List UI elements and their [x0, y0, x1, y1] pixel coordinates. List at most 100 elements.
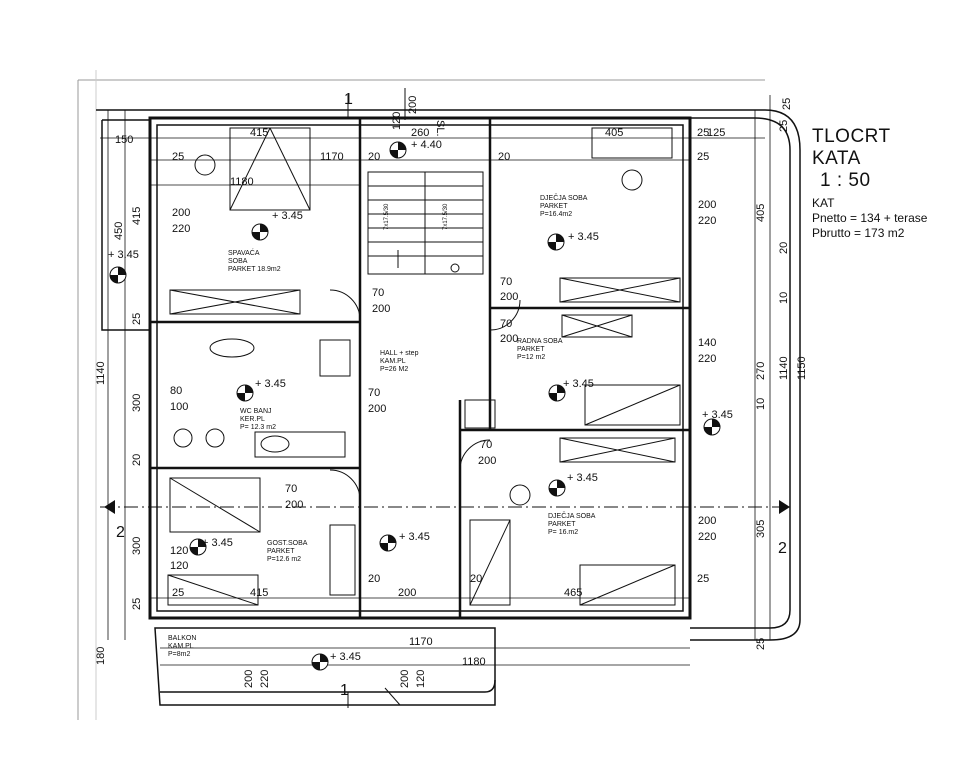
svg-text:200: 200	[478, 455, 496, 467]
svg-text:200: 200	[698, 199, 716, 211]
svg-text:25: 25	[172, 151, 184, 163]
terrace-outline	[96, 109, 801, 706]
svg-text:25: 25	[697, 127, 709, 139]
dimension-lines	[100, 95, 771, 666]
level-label: + 3.45	[567, 472, 598, 484]
level-marker: + 3.45	[702, 409, 733, 436]
svg-text:10: 10	[755, 398, 767, 410]
svg-text:1140: 1140	[95, 361, 107, 385]
svg-text:SL.: SL.	[434, 120, 446, 137]
level-marker: + 3.45	[311, 651, 361, 671]
svg-text:415: 415	[250, 127, 268, 139]
svg-text:100: 100	[170, 401, 188, 413]
svg-text:P=26 M2: P=26 M2	[380, 366, 408, 373]
svg-text:200: 200	[698, 515, 716, 527]
title-pbrutto: Pbrutto = 173 m2	[812, 226, 905, 240]
svg-text:70: 70	[500, 276, 512, 288]
svg-text:200: 200	[398, 587, 416, 599]
svg-text:25: 25	[778, 120, 790, 132]
svg-text:70: 70	[285, 483, 297, 495]
level-label: + 3.45	[568, 231, 599, 243]
staircase	[367, 171, 484, 275]
svg-text:25: 25	[697, 573, 709, 585]
svg-text:220: 220	[259, 670, 271, 688]
level-marker: + 3.45	[547, 231, 599, 251]
svg-text:260: 260	[411, 127, 429, 139]
door-swings	[329, 289, 521, 501]
svg-text:305: 305	[755, 520, 767, 538]
svg-text:P=12 m2: P=12 m2	[517, 354, 545, 361]
svg-text:200: 200	[372, 303, 390, 315]
svg-text:SPAVAĆA: SPAVAĆA	[228, 248, 260, 257]
svg-text:RADNA SOBA: RADNA SOBA	[517, 338, 563, 345]
svg-text:405: 405	[605, 127, 623, 139]
level-markers: + 4.40 + 3.45 + 3.45 + 3.45 + 3.45 + 3.4…	[108, 139, 733, 671]
svg-text:1150: 1150	[796, 356, 808, 380]
level-marker-440: + 4.40	[389, 139, 442, 159]
svg-text:25: 25	[172, 587, 184, 599]
interior-walls	[150, 118, 690, 618]
svg-text:200: 200	[285, 499, 303, 511]
title-line-2: KATA	[812, 148, 861, 169]
svg-text:200: 200	[243, 670, 255, 688]
svg-text:25: 25	[781, 98, 793, 110]
dimensions-left: 450 415 25 1140 300 20 300 25 180	[95, 207, 143, 665]
svg-text:20: 20	[368, 573, 380, 585]
level-label: + 3.45	[702, 409, 733, 421]
svg-text:140: 140	[698, 337, 716, 349]
level-marker: + 3.45	[379, 531, 430, 552]
level-label: + 4.40	[411, 139, 442, 151]
svg-text:20: 20	[470, 573, 482, 585]
level-marker: + 3.45	[548, 472, 598, 497]
svg-text:465: 465	[564, 587, 582, 599]
stair-labels: 7x17.5/30 7x17.5/30 SL.	[384, 120, 449, 230]
svg-text:HALL + step: HALL + step	[380, 350, 419, 357]
svg-text:220: 220	[698, 215, 716, 227]
title-scale: 1 : 50	[820, 170, 871, 191]
section-mark-1-bottom: 1	[340, 682, 349, 699]
title-line-1: TLOCRT	[812, 126, 891, 147]
svg-text:P=16.4m2: P=16.4m2	[540, 211, 572, 218]
svg-text:DJEČJA SOBA: DJEČJA SOBA	[540, 193, 588, 202]
dimensions-bottom: 415 200 465 20 20 25 25 1170 1180	[172, 573, 709, 668]
svg-text:1180: 1180	[462, 656, 486, 668]
section-mark-1-top: 1	[344, 91, 353, 108]
svg-text:70: 70	[372, 287, 384, 299]
svg-text:20: 20	[498, 151, 510, 163]
level-label: + 3.45	[563, 378, 594, 390]
svg-text:120: 120	[415, 670, 427, 688]
level-marker: + 3.45	[251, 210, 303, 241]
section-line-1	[347, 88, 406, 708]
svg-text:200: 200	[500, 291, 518, 303]
svg-text:200: 200	[172, 207, 190, 219]
level-label: + 3.45	[272, 210, 303, 222]
dimensions-top: 415 260 405 125 25 1170 20 25 20 25 1180…	[115, 98, 793, 188]
svg-text:415: 415	[131, 207, 143, 225]
section-mark-2-right: 2	[778, 540, 787, 557]
svg-text:25: 25	[131, 598, 143, 610]
level-label: + 3.45	[202, 537, 233, 549]
svg-text:WC BANJ: WC BANJ	[240, 408, 272, 415]
level-label: + 3.45	[330, 651, 361, 663]
svg-text:180: 180	[95, 647, 107, 665]
svg-text:25: 25	[697, 151, 709, 163]
outer-walls	[148, 116, 692, 620]
svg-text:20: 20	[368, 151, 380, 163]
svg-text:P= 12.3 m2: P= 12.3 m2	[240, 424, 276, 431]
svg-text:P=12.6 m2: P=12.6 m2	[267, 556, 301, 563]
